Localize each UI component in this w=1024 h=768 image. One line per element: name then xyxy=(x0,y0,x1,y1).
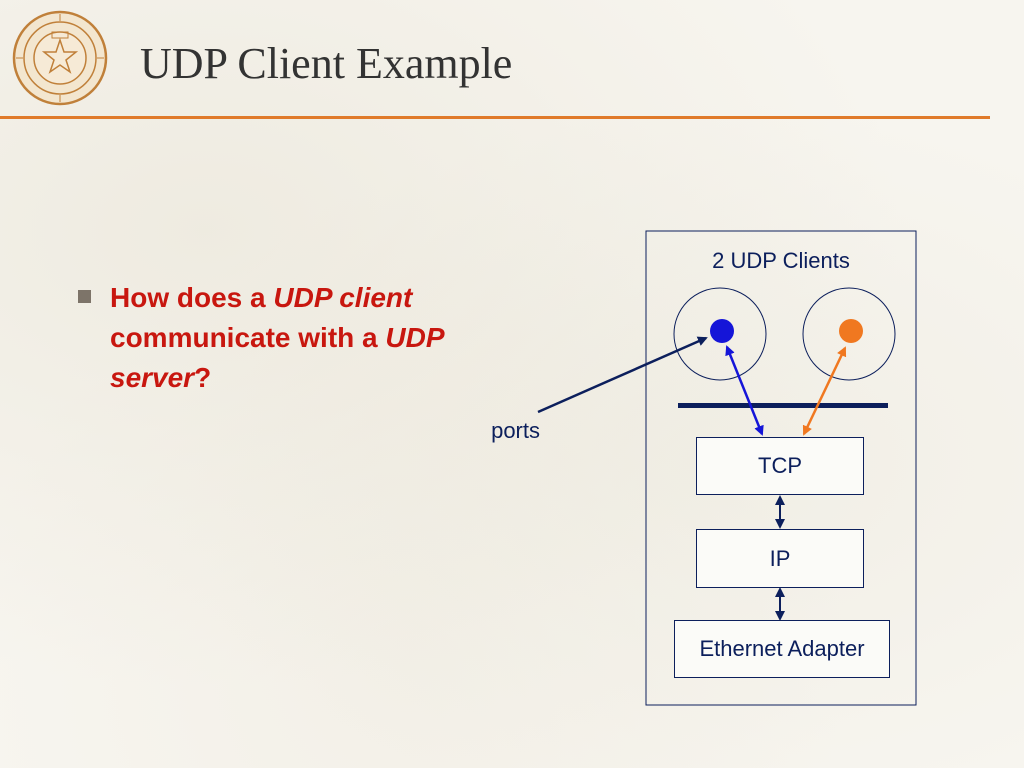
bullet-text-part1: How does a xyxy=(110,282,274,313)
ethernet-adapter-box: Ethernet Adapter xyxy=(674,620,890,678)
ports-label: ports xyxy=(491,418,540,443)
client-1-tcp-arrow xyxy=(725,345,764,436)
ports-pointer-arrow xyxy=(537,336,708,414)
bullet-text-part2: communicate with a xyxy=(110,322,386,353)
bullet-emphasis-udp-client: UDP client xyxy=(273,282,413,313)
ethernet-adapter-label: Ethernet Adapter xyxy=(699,636,865,661)
ip-layer-box: IP xyxy=(696,529,864,588)
client-2-circle xyxy=(802,287,896,381)
client-2-tcp-arrow xyxy=(802,346,847,436)
socket-layer-bar xyxy=(678,403,888,408)
title-divider xyxy=(0,116,990,119)
bullet-emphasis-udp-server: UDP server xyxy=(110,322,444,393)
client-1-port-dot xyxy=(710,319,734,343)
diagram-frame xyxy=(645,230,917,706)
ip-layer-label: IP xyxy=(769,545,791,571)
page-title: UDP Client Example xyxy=(140,39,513,88)
clients-label: 2 UDP Clients xyxy=(712,248,850,273)
client-2-port-dot xyxy=(839,319,863,343)
bullet-text-part3: ? xyxy=(194,362,212,393)
bullet-question: How does a UDP client communicate with a… xyxy=(110,278,530,398)
university-seal-icon xyxy=(12,10,108,106)
tcp-layer-label: TCP xyxy=(758,453,802,478)
client-1-circle xyxy=(673,287,767,381)
tcp-layer-box: TCP xyxy=(696,437,864,495)
square-bullet-icon xyxy=(78,290,91,303)
